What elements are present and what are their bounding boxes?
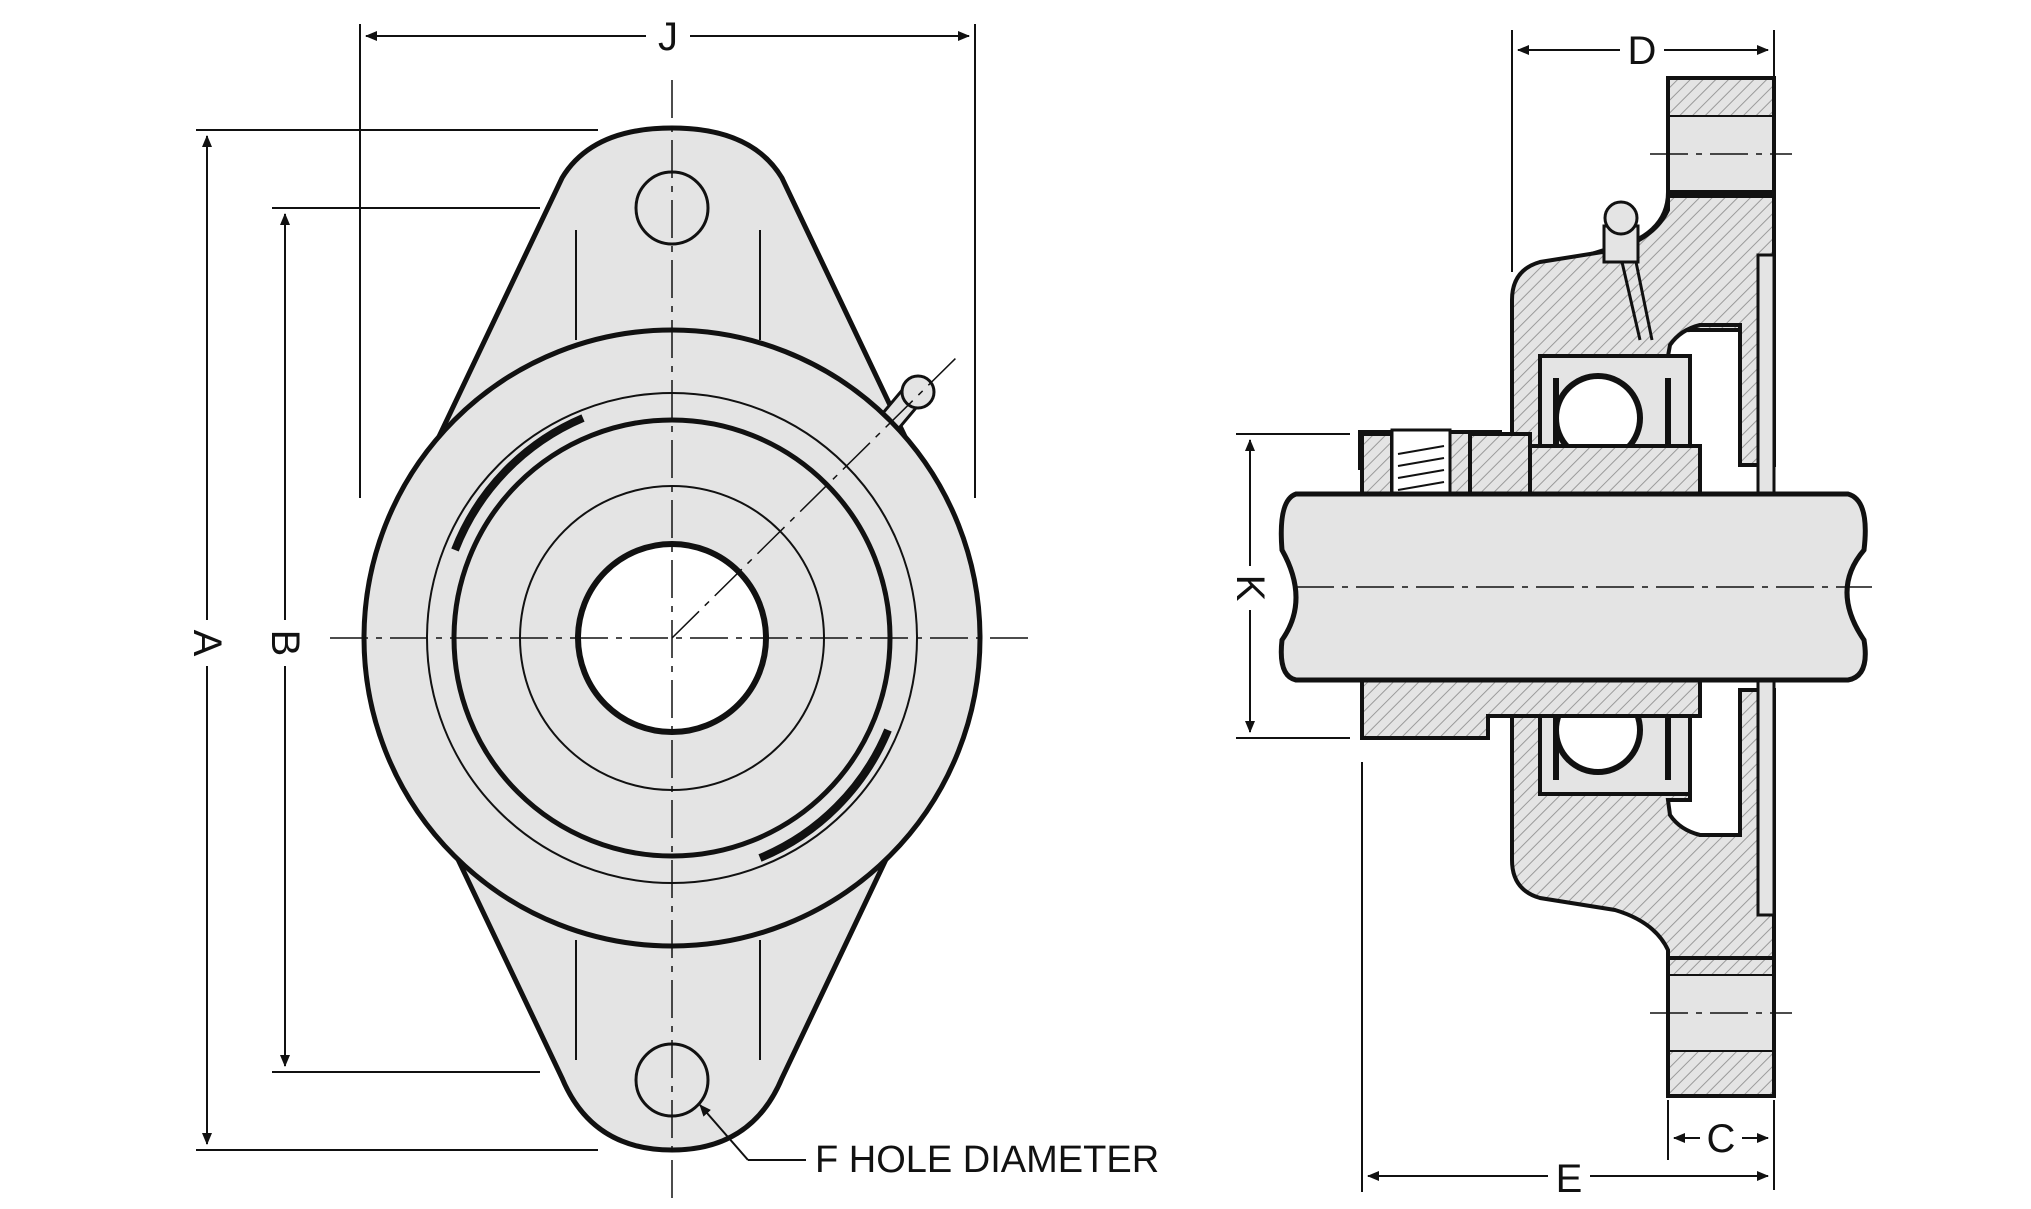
dim-j-label: J <box>658 15 678 59</box>
collar-block-top <box>1468 432 1532 502</box>
dim-k-label: K <box>1228 575 1272 602</box>
front-view <box>330 80 1030 1200</box>
dim-a-label: A <box>185 630 229 657</box>
dim-b-label: B <box>263 630 307 657</box>
snap-ring-lower <box>758 728 892 862</box>
f-hole-callout: F HOLE DIAMETER <box>815 1139 1159 1181</box>
f-hole-leader-diag <box>699 1104 749 1161</box>
dim-e-label: E <box>1556 1157 1583 1201</box>
front-dimensions: A B J F HOLE DIAMETER <box>185 14 1159 1181</box>
grease-fitting-side <box>1602 200 1654 341</box>
dim-c-label: C <box>1707 1117 1736 1161</box>
snap-ring-upper <box>451 414 585 552</box>
set-screw-thread <box>1397 445 1445 491</box>
side-dimensions: D K C E <box>1228 28 1775 1201</box>
dim-d-label: D <box>1628 29 1657 73</box>
grease-center-line <box>671 355 959 639</box>
locking-collar-top <box>1360 432 1394 502</box>
side-view <box>1278 76 1872 1098</box>
